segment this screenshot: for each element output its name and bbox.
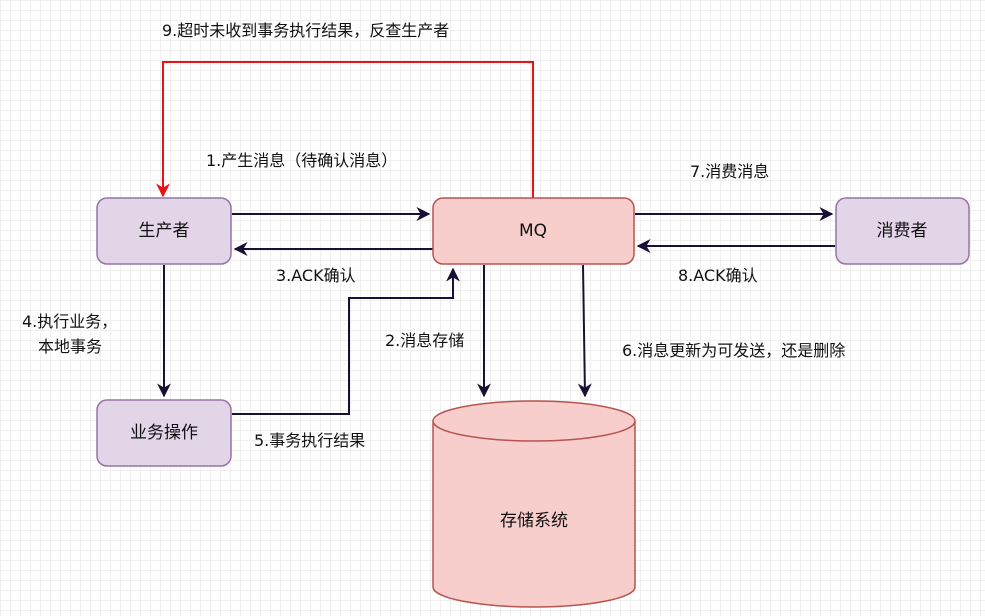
producer-label: 生产者 <box>139 221 190 241</box>
business-label: 业务操作 <box>130 423 198 443</box>
edge-timeout-check <box>156 61 534 198</box>
producer-node: 生产者 <box>96 197 232 265</box>
label-store-message: 2.消息存储 <box>385 331 464 350</box>
edge-transaction-result <box>232 267 460 415</box>
storage-node: 存储系统 <box>432 400 636 608</box>
storage-label: 存储系统 <box>500 511 568 531</box>
label-execute-business-line1: 4.执行业务， <box>22 312 117 331</box>
consumer-node: 消费者 <box>835 197 970 265</box>
label-ack-producer: 3.ACK确认 <box>276 266 356 285</box>
business-node: 业务操作 <box>96 399 232 467</box>
mq-node: MQ <box>432 197 635 265</box>
edge-update-message <box>577 264 592 398</box>
label-consume-message: 7.消费消息 <box>690 162 769 181</box>
label-transaction-result: 5.事务执行结果 <box>254 431 365 450</box>
label-execute-business-line2: 本地事务 <box>38 337 102 356</box>
label-timeout-check: 9.超时未收到事务执行结果，反查生产者 <box>162 21 449 40</box>
consumer-label: 消费者 <box>877 221 928 241</box>
label-update-message: 6.消息更新为可发送，还是删除 <box>622 341 845 360</box>
mq-label: MQ <box>519 221 547 241</box>
label-ack-consumer: 8.ACK确认 <box>678 266 758 285</box>
label-produce-message: 1.产生消息（待确认消息） <box>206 151 397 170</box>
